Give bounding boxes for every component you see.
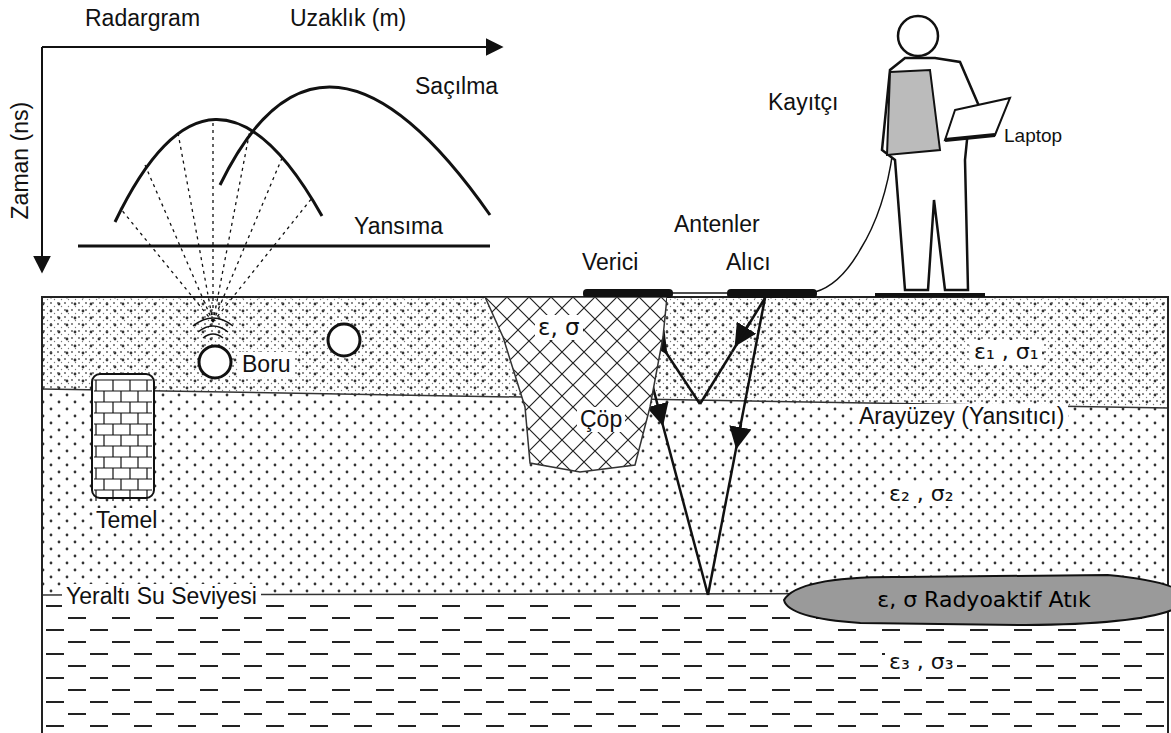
- radargram: [42, 47, 500, 322]
- node-label: ε, σ: [535, 315, 583, 340]
- text-label: ε₂ , σ₂: [885, 482, 957, 506]
- foundation-bricks: [90, 372, 160, 502]
- trash-fill: [485, 297, 667, 472]
- node-label: Verici: [582, 250, 638, 275]
- text-label: Yeraltı Su Seviyesi: [62, 584, 261, 609]
- antenna-link: [672, 292, 727, 294]
- text-label: Kayıtçı: [768, 90, 838, 115]
- text-label: Radargram: [85, 6, 200, 31]
- text-label: ε₃ , σ₃: [885, 650, 957, 674]
- node-label: Alıcı: [726, 250, 771, 275]
- text-label: Yansıma: [350, 214, 447, 239]
- node-label: Çöp: [577, 407, 625, 432]
- node-label: Temel: [94, 508, 159, 533]
- found-node: Temel: [90, 372, 160, 532]
- node-label: ε, σ Radyoaktif Atık: [877, 588, 1090, 612]
- antenna-bar: [727, 289, 817, 298]
- text-label: ε₁ , σ₁: [970, 340, 1042, 364]
- text-label: Antenler: [674, 212, 760, 237]
- antenna-node: Verici: [580, 250, 676, 300]
- text-label: Saçılma: [415, 74, 498, 99]
- text-label: Laptop: [1004, 126, 1062, 147]
- text-label: Boru: [238, 352, 295, 377]
- text-label: Uzaklık (m): [290, 6, 406, 31]
- text-label: Zaman (ns): [8, 102, 33, 220]
- antenna-node: Alıcı: [724, 250, 820, 300]
- ellipse-node: ε, σ Radyoaktif Atık: [778, 572, 1171, 628]
- text-label: Arayüzey (Yansıtıcı): [855, 404, 1068, 429]
- operator-figure: [875, 16, 1010, 295]
- trash-node: ε, σ Çöp: [485, 297, 667, 473]
- trash-hatch: [485, 297, 667, 472]
- cable: [815, 150, 893, 292]
- pipes: [193, 318, 360, 378]
- ground-layers: [42, 297, 1168, 733]
